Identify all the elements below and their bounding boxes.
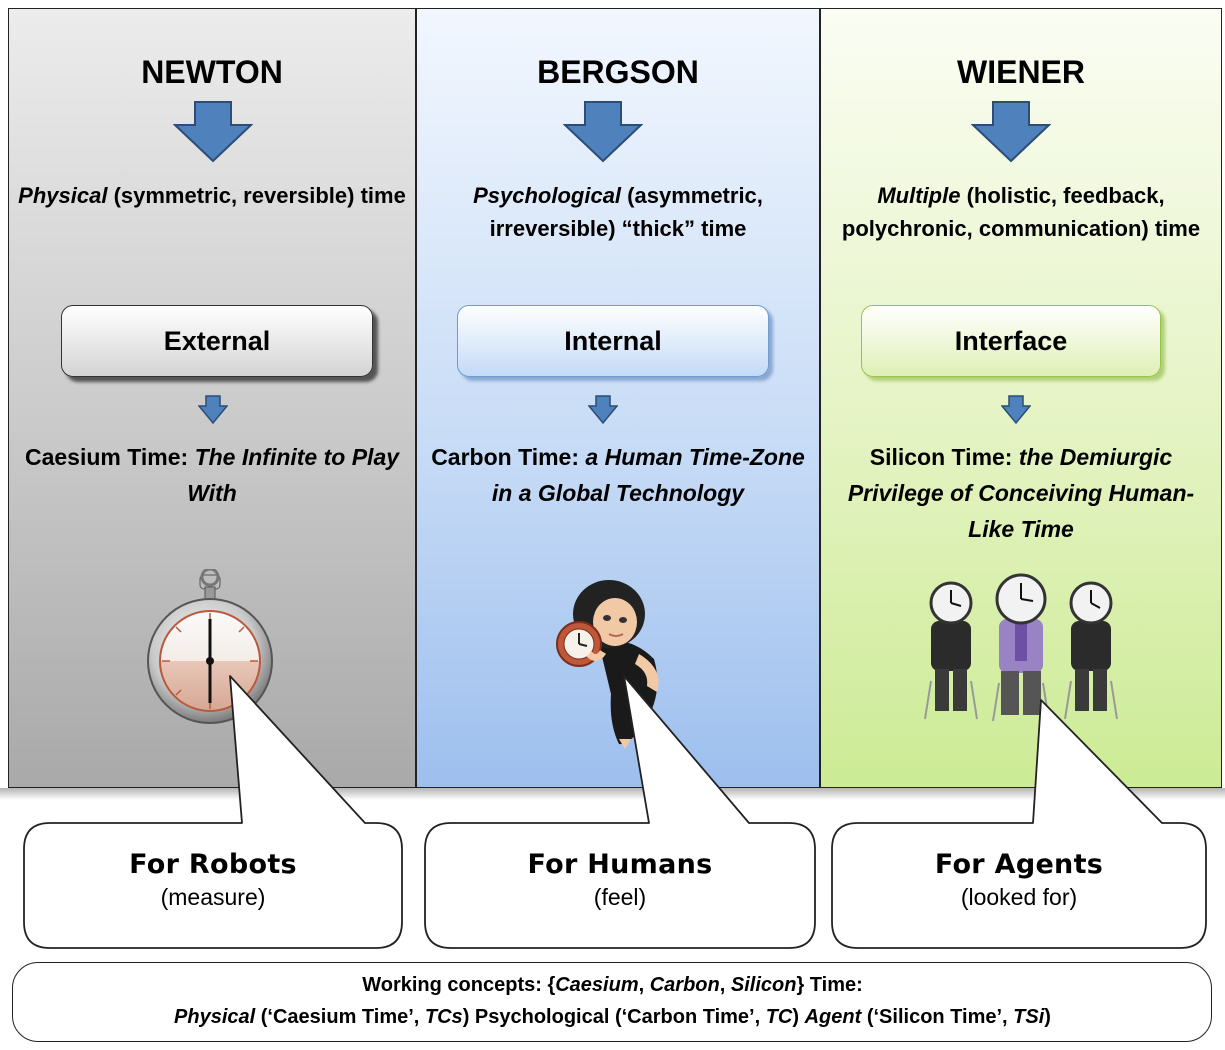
callout-agents: For Agents (looked for) — [832, 848, 1206, 912]
down-arrow-icon — [173, 101, 253, 163]
callout-title: For Humans — [527, 849, 713, 880]
column-wiener: WIENER Multiple (holistic, feedback, pol… — [820, 8, 1222, 788]
time-description: Multiple (holistic, feedback, polychroni… — [841, 183, 1201, 241]
small-down-arrow-icon — [588, 395, 618, 425]
time-subtitle: Carbon Time: a Human Time-Zone in a Glob… — [431, 444, 805, 506]
small-down-arrow-icon — [198, 395, 228, 425]
category-box: External — [61, 305, 373, 377]
time-description: Physical (symmetric, reversible) time — [18, 183, 406, 208]
clock-faced-agents-icon — [924, 573, 1118, 721]
callout-agents-bubble — [831, 699, 1207, 949]
callout-subtitle: (feel) — [593, 884, 647, 910]
callout-robots-bubble — [23, 675, 403, 949]
callout-humans-bubble — [424, 675, 816, 949]
callout-subtitle: (measure) — [160, 884, 266, 910]
working-concepts-line-1: Working concepts: {Caesium, Carbon, Sili… — [362, 974, 863, 996]
down-arrow-icon — [563, 101, 643, 163]
down-arrow-icon — [971, 101, 1051, 163]
callout-humans: For Humans (feel) — [425, 848, 815, 912]
column-title: BERGSON — [537, 54, 699, 90]
column-newton: NEWTON Physical (symmetric, reversible) … — [8, 8, 416, 788]
column-title: NEWTON — [141, 54, 283, 90]
callout-title: For Agents — [934, 849, 1104, 880]
column-bergson: BERGSON Psychological (asymmetric, irrev… — [416, 8, 820, 788]
time-subtitle: Caesium Time: The Infinite to Play With — [24, 444, 400, 506]
callout-title: For Robots — [129, 849, 297, 880]
callout-subtitle: (looked for) — [960, 884, 1078, 910]
time-description: Psychological (asymmetric, irreversible)… — [473, 183, 763, 241]
callout-robots: For Robots (measure) — [24, 848, 402, 912]
working-concepts-line-2: Physical (‘Caesium Time’, TCs) Psycholog… — [174, 1006, 1051, 1028]
category-box: Internal — [457, 305, 769, 377]
small-down-arrow-icon — [1001, 395, 1031, 425]
working-concepts-box — [12, 962, 1212, 1042]
time-subtitle: Silicon Time: the Demiurgic Privilege of… — [847, 444, 1195, 542]
column-title: WIENER — [957, 54, 1085, 90]
category-box: Interface — [861, 305, 1161, 377]
